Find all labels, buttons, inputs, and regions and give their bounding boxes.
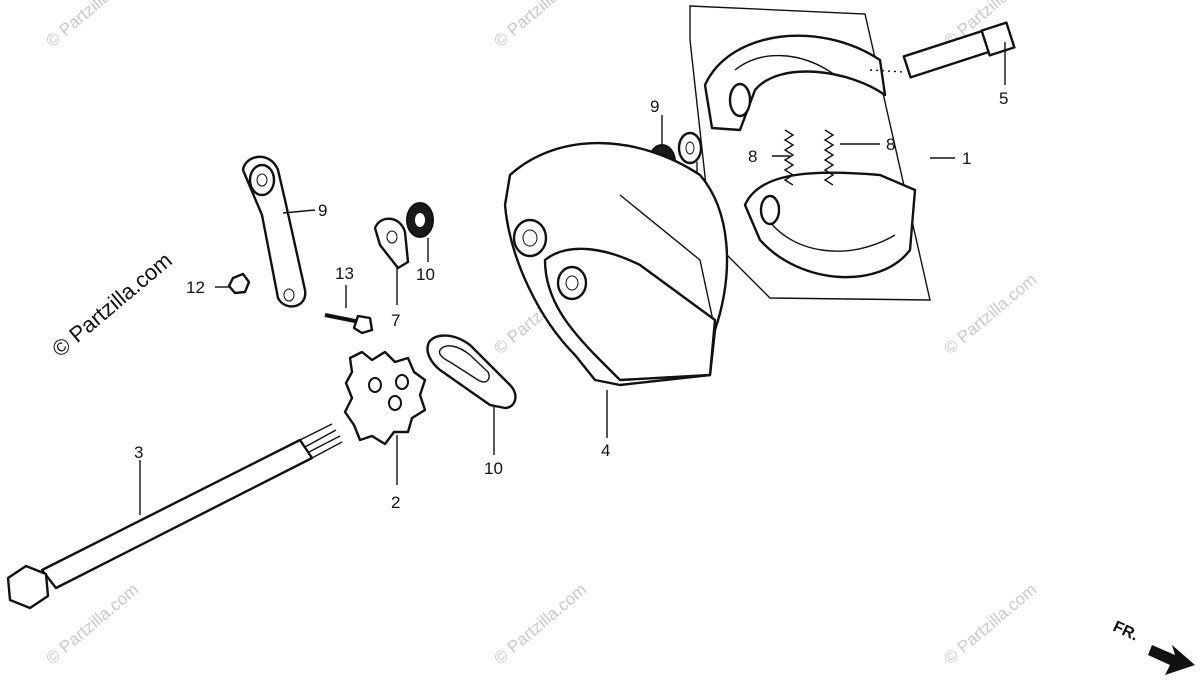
- part-label-10a: 9: [650, 97, 659, 116]
- brake-shoe-set[interactable]: 1 8 8: [689, 5, 971, 301]
- svg-text:13: 13: [335, 264, 354, 283]
- part-label-7: 7: [391, 311, 400, 330]
- part-label-2: 2: [391, 493, 400, 512]
- part-label-5: 5: [999, 89, 1008, 108]
- bolt-13[interactable]: 13 13: [324, 264, 374, 335]
- watermark: © Partzilla.com: [490, 0, 590, 51]
- brake-cam[interactable]: 5: [869, 21, 1016, 108]
- front-direction-indicator: FR.: [1110, 618, 1195, 675]
- washer-7[interactable]: 7: [373, 217, 410, 330]
- part-label-10b: 10: [416, 265, 435, 284]
- stopper-plate-11[interactable]: 10: [426, 334, 517, 478]
- part-label-8a: 8: [748, 147, 757, 166]
- watermark-dark: © Partzilla.com: [47, 247, 177, 361]
- watermark: © Partzilla.com: [940, 270, 1040, 358]
- seal-lower[interactable]: 10: [406, 202, 435, 284]
- stopper-2[interactable]: 2: [343, 350, 427, 512]
- arrow-icon: [1148, 645, 1195, 675]
- brake-arm[interactable]: 9 9: [241, 155, 327, 308]
- nut-12[interactable]: 12 12: [186, 272, 251, 297]
- svg-text:12: 12: [186, 278, 205, 297]
- part-label-4: 4: [601, 441, 610, 460]
- part-label-3: 3: [134, 443, 143, 462]
- watermark: © Partzilla.com: [42, 0, 142, 51]
- part-label-8b: 8: [886, 135, 895, 154]
- axle-3[interactable]: 3: [6, 423, 343, 610]
- part-label-11: 10: [484, 459, 503, 478]
- watermark: © Partzilla.com: [42, 580, 142, 668]
- svg-text:9: 9: [318, 201, 327, 220]
- watermark: © Partzilla.com: [490, 580, 590, 668]
- part-label-1: 1: [962, 149, 971, 168]
- direction-label: FR.: [1110, 618, 1141, 644]
- watermark: © Partzilla.com: [940, 580, 1040, 668]
- brake-panel[interactable]: 4: [503, 141, 729, 460]
- watermark-group: © Partzilla.com © Partzilla.com © Partzi…: [42, 0, 1040, 668]
